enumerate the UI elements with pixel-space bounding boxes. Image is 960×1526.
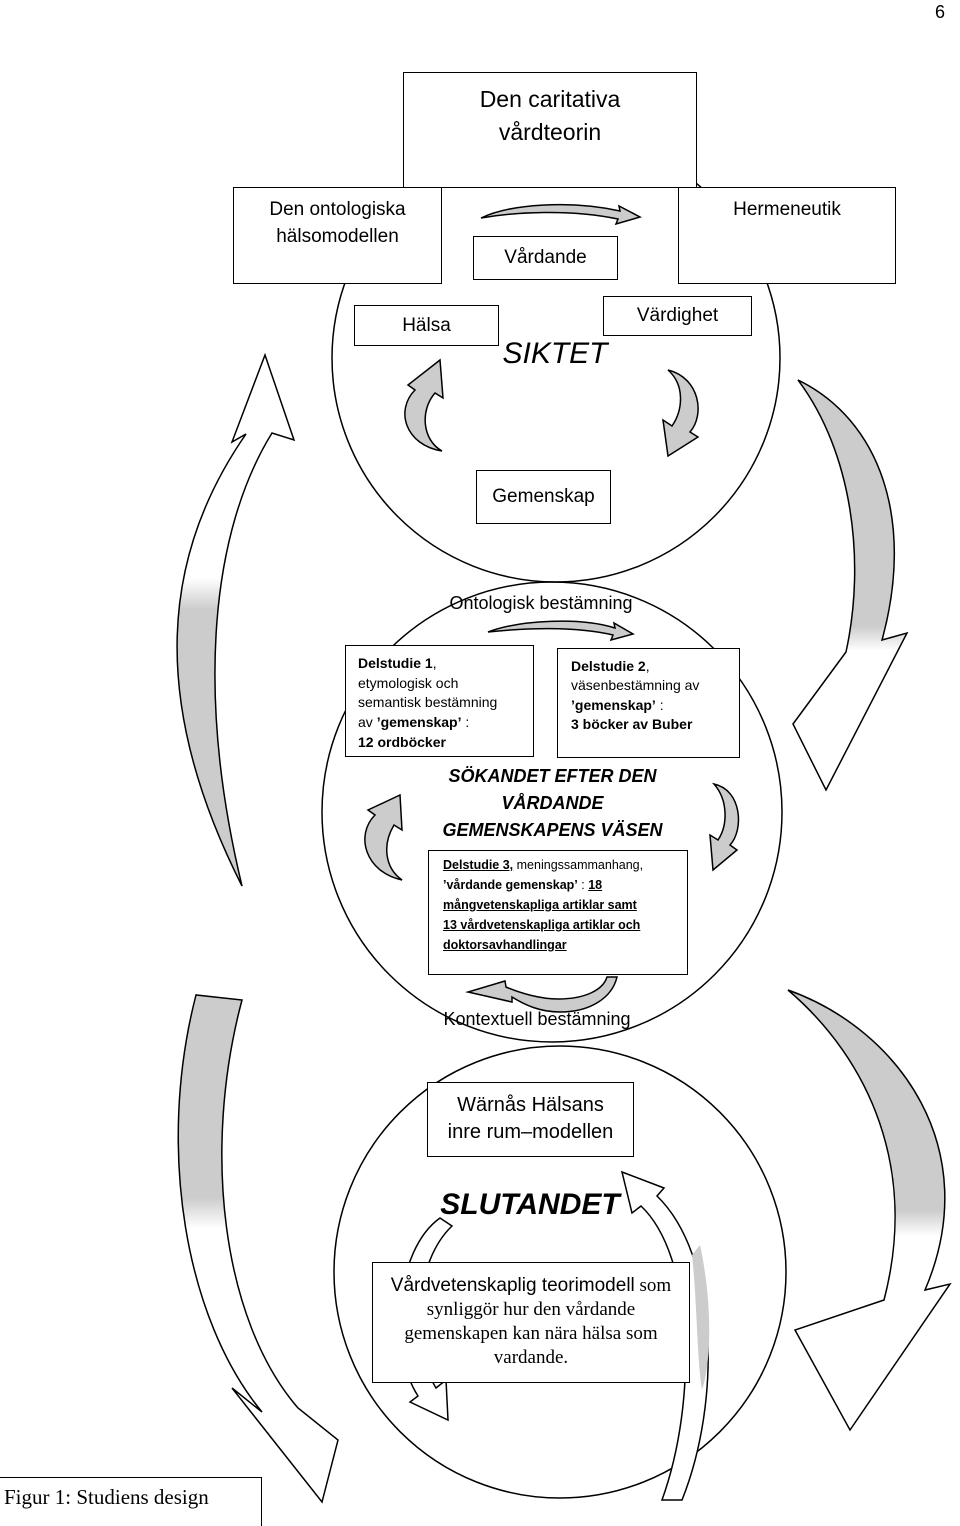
caritativa-theory-box: Den caritativa vårdteorin [403, 72, 697, 188]
result-line-3: gemenskapen kan nära hälsa som [404, 1323, 658, 1344]
page-number: 6 [934, 2, 945, 22]
delstudie-3-material-line-2: 13 vårdvetenskapliga artiklar och [443, 918, 641, 932]
warnas-line-1: Wärnås Hälsans [457, 1094, 604, 1116]
delstudie-2-box: Delstudie 2, väsenbestämning av ’gemensk… [557, 648, 740, 758]
hermeneutik-box: Hermeneutik [678, 187, 896, 284]
delstudie-2-heading: Delstudie 2 [571, 658, 646, 674]
delstudie-1-heading-suffix: , [432, 655, 437, 671]
sokandet-line-1: SÖKANDET EFTER DEN [448, 766, 657, 786]
siktet-left-arrow [404, 358, 444, 452]
figure-caption: Figur 1: Studiens design [4, 1485, 209, 1509]
siktet-right-arrow [662, 369, 700, 458]
delstudie-3-heading: Delstudie 3, [443, 858, 514, 872]
delstudie-2-heading-suffix: , [645, 658, 650, 674]
halsa-label: Hälsa [402, 314, 451, 336]
hermeneutik-label: Hermeneutik [733, 199, 841, 220]
delstudie-3-term-line: ’vårdande gemenskap’ : 18 [443, 875, 687, 895]
right-lower-cycle-arrow [787, 989, 952, 1432]
delstudie-1-term: ’gemenskap’ [376, 714, 462, 731]
warnas-line-2: inre rum–modellen [447, 1121, 614, 1143]
ontologiska-line-1: Den ontologiska [269, 199, 406, 220]
kontextuell-bestamning-label: Kontextuell bestämning [443, 1009, 631, 1029]
delstudie-3-count: 18 [588, 878, 603, 892]
delstudie-1-term-line: av ’gemenskap’ : [358, 713, 533, 733]
delstudie-2-method: väsenbestämning av [571, 677, 700, 694]
vardande-box: Vårdande [473, 236, 618, 280]
warnas-model-box: Wärnås Hälsans inre rum–modellen [427, 1082, 634, 1157]
halsa-box: Hälsa [354, 305, 499, 346]
result-line-2: synliggör hur den vårdande [426, 1299, 636, 1320]
delstudie-1-box: Delstudie 1, etymologisk och semantisk b… [345, 645, 534, 757]
delstudie-1-heading: Delstudie 1 [358, 655, 433, 671]
delstudie-1-method-line-2: semantisk bestämning [358, 694, 498, 711]
sokandet-right-arrow [709, 782, 740, 872]
slutandet-right-arrow-shade [692, 1245, 710, 1390]
ontological-health-model-box: Den ontologiska hälsomodellen [233, 187, 442, 284]
figure-caption-box: Figur 1: Studiens design [0, 1477, 262, 1526]
gemenskap-label: Gemenskap [492, 486, 595, 507]
delstudie-1-term-suffix: : [461, 714, 470, 731]
delstudie-1-heading-line: Delstudie 1, [358, 654, 533, 674]
sokandet-line-3: GEMENSKAPENS VÄSEN [442, 820, 663, 840]
result-line-1-serif: som [634, 1275, 672, 1296]
slutandet-title: SLUTANDET [440, 1188, 620, 1221]
delstudie-3-term-suffix: : [577, 878, 589, 892]
delstudie-2-term-suffix: : [655, 696, 664, 713]
delstudie-3-heading-line: Delstudie 3, meningssammanhang, [443, 855, 687, 875]
gemenskap-box: Gemenskap [476, 470, 611, 524]
vardande-label: Vårdande [504, 247, 587, 268]
siktet-title: SIKTET [502, 337, 608, 370]
delstudie-2-material: 3 böcker av Buber [571, 715, 693, 732]
vardighet-label: Värdighet [636, 305, 719, 326]
ontologisk-bestamning-label: Ontologisk bestämning [449, 593, 633, 613]
sokandet-circle [321, 581, 783, 1043]
result-line-4: vardande. [493, 1347, 569, 1368]
ontologiska-line-2: hälsomodellen [276, 226, 399, 247]
vardighet-box: Värdighet [603, 296, 752, 336]
sokandet-heading: SÖKANDET EFTER DEN VÅRDANDE GEMENSKAPENS… [420, 763, 685, 844]
caritativa-line-2: vårdteorin [498, 119, 602, 145]
kontextuell-curved-arrow [465, 976, 618, 1013]
left-upper-cycle-arrow [176, 352, 296, 887]
left-lower-cycle-arrow [177, 994, 339, 1504]
sokandet-line-2: VÅRDANDE [501, 793, 604, 813]
result-line-1-sans: Vårdvetenskaplig teorimodell [390, 1275, 635, 1296]
delstudie-3-material-line-3: doktorsavhandlingar [443, 938, 567, 952]
top-curved-arrow [480, 203, 642, 226]
delstudie-3-heading-suffix: meningssammanhang, [513, 858, 644, 872]
result-model-box: Vårdvetenskaplig teorimodell som synligg… [372, 1262, 690, 1383]
slutandet-right-arrow [620, 1170, 709, 1501]
delstudie-3-box: Delstudie 3, meningssammanhang, ’vårdand… [428, 850, 688, 975]
delstudie-2-term-line: ’gemenskap’ : [571, 696, 739, 715]
delstudie-2-heading-line: Delstudie 2, [571, 657, 739, 676]
ontologisk-curved-arrow [487, 620, 635, 642]
delstudie-1-material: 12 ordböcker [358, 733, 446, 750]
delstudie-2-term: ’gemenskap’ [571, 696, 656, 713]
delstudie-1-term-prefix: av [358, 714, 377, 731]
result-line-1: Vårdvetenskaplig teorimodell som [373, 1274, 689, 1298]
sokandet-left-arrow [364, 793, 403, 881]
delstudie-3-material-line-1: mångvetenskapliga artiklar samt [443, 898, 637, 912]
delstudie-3-term: ’vårdande gemenskap’ [443, 878, 578, 892]
slutandet-circle [333, 1045, 787, 1499]
caritativa-line-1: Den caritativa [479, 86, 621, 112]
right-upper-cycle-arrow [792, 379, 909, 792]
delstudie-1-method-line-1: etymologisk och [358, 674, 459, 691]
